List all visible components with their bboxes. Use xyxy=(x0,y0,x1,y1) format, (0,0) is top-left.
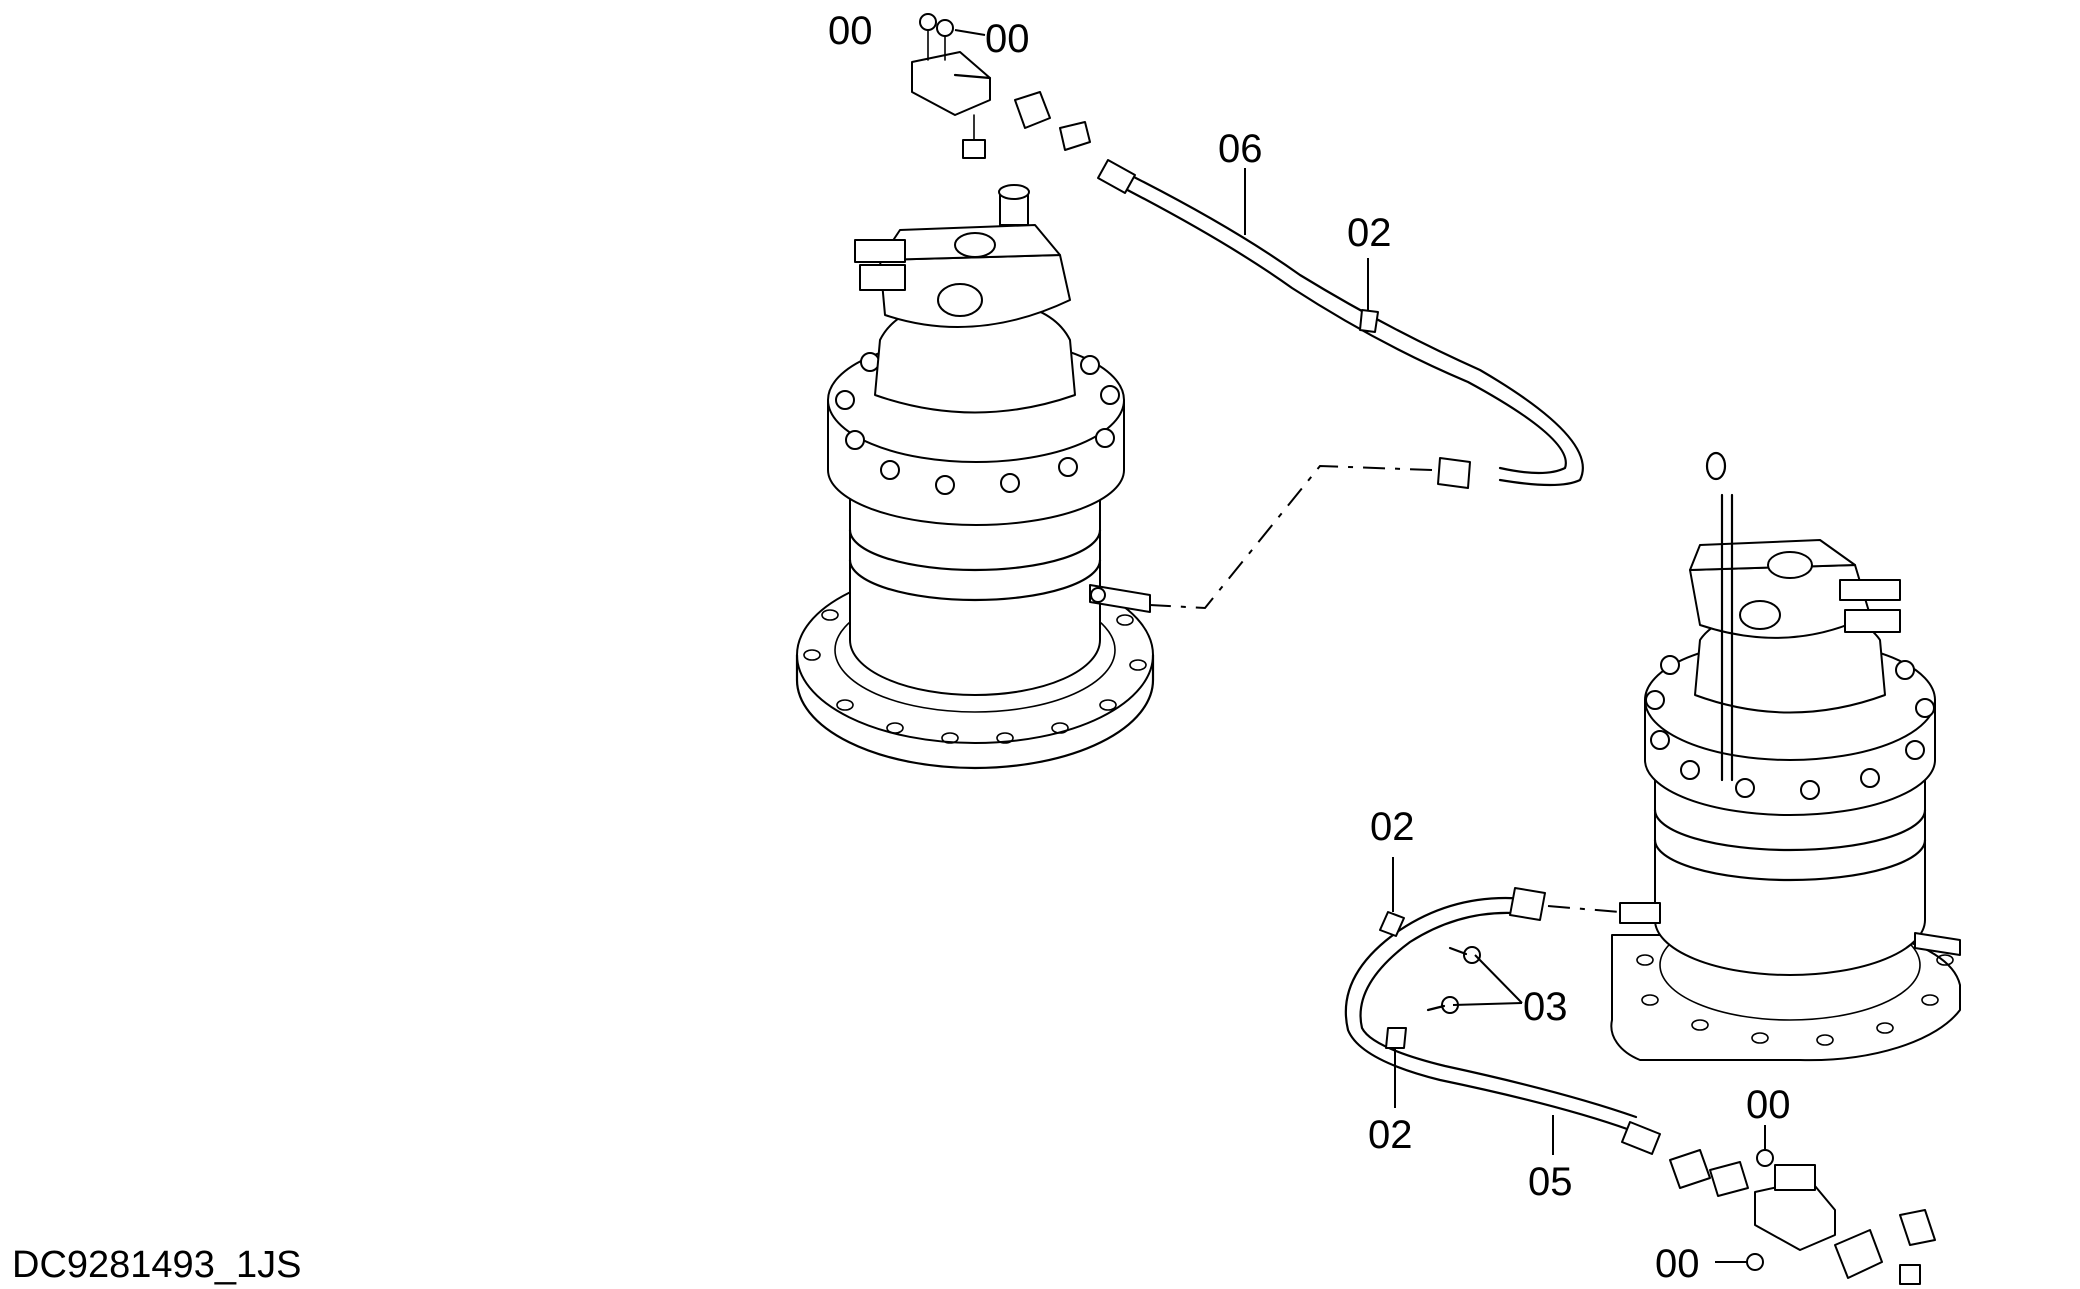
callout-02-upper: 02 xyxy=(1347,211,1392,255)
hose-05 xyxy=(1344,887,1661,1155)
swing-motor-lower xyxy=(1610,451,1961,1062)
callout-00-bottom-upper: 00 xyxy=(1746,1083,1791,1127)
hose-06 xyxy=(1097,159,1584,489)
fitting-assembly-upper xyxy=(911,13,1091,159)
fitting-assembly-lower xyxy=(1669,1149,1936,1285)
hose-05-connection-dash xyxy=(1547,905,1621,913)
callout-05: 05 xyxy=(1528,1160,1573,1204)
flange-bolt-holes-upper xyxy=(803,609,1147,744)
callout-00-top-left: 00 xyxy=(828,9,873,53)
flange-bolt-holes-lower xyxy=(1636,954,1954,1046)
housing-bolts-lower xyxy=(1645,655,1935,800)
callout-03: 03 xyxy=(1523,985,1568,1029)
bolts-03 xyxy=(1426,946,1481,1014)
document-id: DC9281493_1JS xyxy=(12,1244,301,1286)
hose-06-connection-dash xyxy=(1149,464,1433,610)
callout-00-top-right: 00 xyxy=(985,17,1030,61)
swing-motor-upper xyxy=(795,184,1155,770)
callout-06: 06 xyxy=(1218,127,1263,171)
housing-bolts-upper xyxy=(835,352,1120,495)
leader-lines xyxy=(954,29,1766,1263)
callout-02-lower-top: 02 xyxy=(1370,805,1415,849)
callout-02-lower-bottom: 02 xyxy=(1368,1113,1413,1157)
callout-00-bottom-lower: 00 xyxy=(1655,1242,1700,1286)
